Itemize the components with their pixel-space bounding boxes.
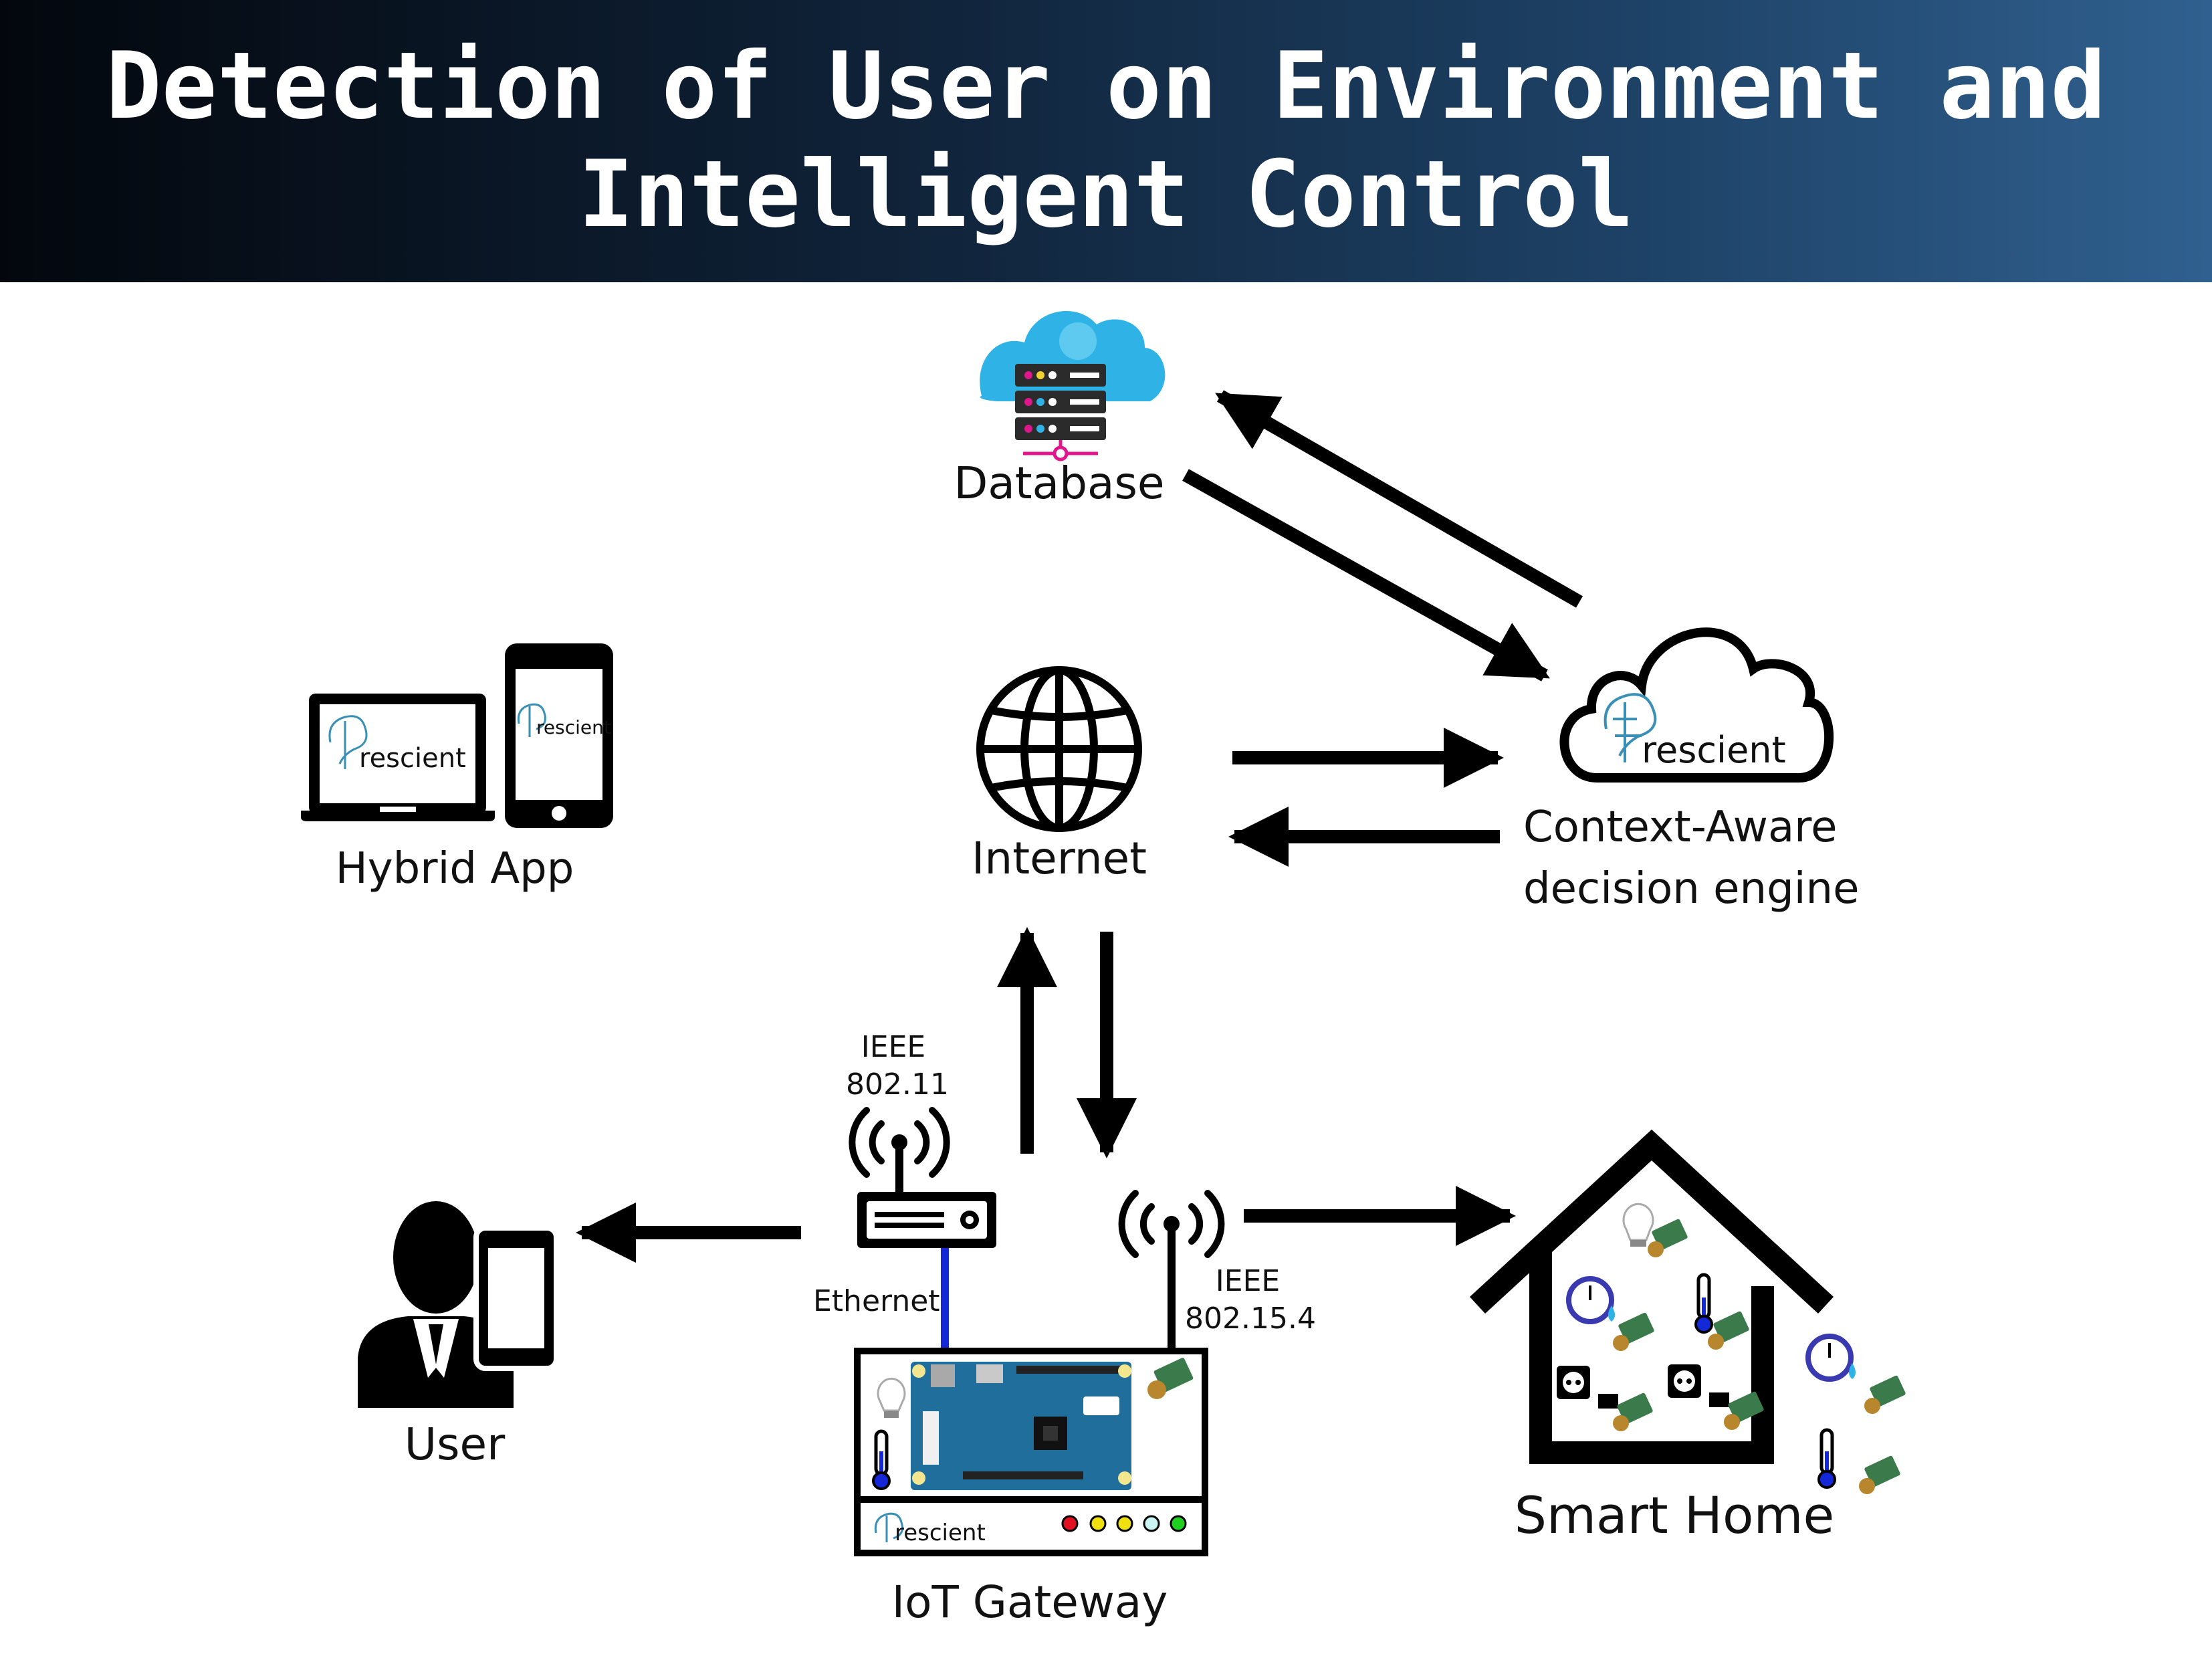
- user-label: User: [405, 1419, 506, 1470]
- bulb-icon: [877, 1377, 906, 1418]
- house-icon: [1469, 1129, 1834, 1464]
- led-green: [1170, 1515, 1187, 1532]
- sensor-node-icon: [1859, 1455, 1900, 1494]
- laptop-icon: rescient: [301, 694, 495, 821]
- socket-icon: [1668, 1364, 1729, 1407]
- user-node: User: [358, 1201, 559, 1470]
- zigbee-node: IEEE 802.15.4: [1118, 1190, 1316, 1351]
- arrows: [576, 390, 1583, 1263]
- person-phone-icon: [358, 1201, 559, 1408]
- cloud-server-icon: [980, 310, 1166, 461]
- smart-home-node: Smart Home: [1469, 1129, 1906, 1545]
- arrow-database-to-engine: [1182, 469, 1550, 682]
- status-leds: [1061, 1515, 1187, 1532]
- wifi-label-line-2: 802.11: [846, 1067, 949, 1102]
- board-icon: [911, 1362, 1131, 1490]
- smart-home-label: Smart Home: [1515, 1485, 1835, 1545]
- engine-label-line-1: Context-Aware: [1523, 803, 1837, 852]
- sensor-node-icon: [1613, 1312, 1654, 1351]
- zigbee-label-line-1: IEEE: [1216, 1264, 1280, 1298]
- internet-label: Internet: [972, 833, 1147, 884]
- led-cyan: [1143, 1515, 1160, 1532]
- humidity-icon: [1566, 1276, 1615, 1324]
- globe-icon: [976, 666, 1142, 832]
- brain-logo-icon: [1603, 693, 1657, 762]
- thermometer-icon: [1817, 1428, 1836, 1489]
- engine-node: rescient Context-Aware decision engine: [1523, 627, 1859, 914]
- led-yellow-2: [1116, 1515, 1133, 1532]
- title-line-2: Intelligent Control: [578, 140, 1634, 248]
- sensor-node-icon: [1613, 1392, 1653, 1431]
- thermometer-icon: [1694, 1273, 1713, 1334]
- gateway-label: IoT Gateway: [892, 1576, 1168, 1628]
- title-banner: Detection of User on Environment and Int…: [0, 0, 2212, 282]
- hybrid-app-node: rescient rescient Hybrid App: [301, 643, 613, 894]
- thermometer-icon: [872, 1429, 891, 1490]
- laptop-brand-label: rescient: [359, 743, 466, 774]
- socket-icon: [1557, 1366, 1618, 1409]
- smartphone-icon: rescient: [505, 643, 613, 828]
- page-title: Detection of User on Environment and Int…: [0, 32, 2212, 249]
- arrow-engine-to-database: [1215, 390, 1583, 608]
- database-node: Database: [954, 310, 1166, 509]
- led-red: [1061, 1515, 1079, 1532]
- sensor-nodes: [1613, 1219, 1906, 1494]
- router-node: IEEE 802.11 Ethernet: [813, 1030, 996, 1351]
- hybrid-app-label: Hybrid App: [336, 844, 574, 894]
- phone-brand-label: rescient: [536, 716, 611, 738]
- router-icon: [849, 1107, 996, 1248]
- sensor-node-icon: [1147, 1358, 1194, 1399]
- humidity-icon: [1805, 1334, 1856, 1382]
- sensor-node-icon: [1724, 1391, 1764, 1430]
- database-label: Database: [954, 457, 1165, 509]
- sensor-node-icon: [1864, 1375, 1906, 1414]
- zigbee-label-line-2: 802.15.4: [1185, 1302, 1316, 1336]
- ethernet-label: Ethernet: [813, 1284, 940, 1318]
- engine-brand-label: rescient: [1642, 729, 1786, 771]
- antenna-icon: [1118, 1190, 1225, 1351]
- gateway-brand: [874, 1512, 903, 1542]
- gateway-brand-label: rescient: [895, 1520, 986, 1546]
- sensor-node-icon: [1708, 1311, 1749, 1350]
- wifi-label-line-1: IEEE: [861, 1030, 925, 1064]
- sensor-node-icon: [1648, 1219, 1688, 1257]
- internet-node: Internet: [972, 666, 1147, 884]
- bulb-icon: [1622, 1203, 1654, 1247]
- led-yellow-1: [1089, 1515, 1107, 1532]
- gateway-node: rescient IoT Gateway: [854, 1348, 1208, 1628]
- title-line-1: Detection of User on Environment and: [106, 32, 2106, 140]
- engine-label-line-2: decision engine: [1523, 864, 1859, 914]
